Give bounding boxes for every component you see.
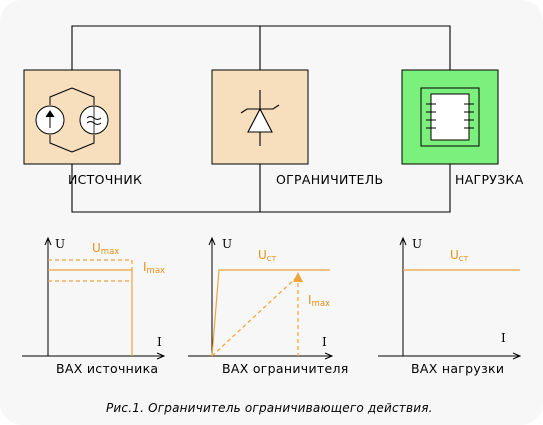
x-axis-arrow: [156, 352, 166, 360]
top-wire: [71, 25, 451, 70]
source-umax-dashed: [48, 259, 133, 270]
x-axis-arrow: [324, 352, 334, 360]
figure-caption: Рис.1. Ограничитель ограничивающего дейс…: [106, 401, 433, 415]
load-block: [401, 69, 499, 165]
graph-source-curve: [48, 259, 133, 356]
limiter-load-line: [211, 275, 299, 357]
graph-limiter: U I Uст Imax ВАХ ограничителя: [188, 236, 349, 376]
y-axis-arrow: [208, 236, 216, 246]
current-and-voltage-source-icon: [35, 87, 109, 153]
graph-load-axes: [378, 236, 522, 360]
load-x-axis-label: I: [501, 331, 506, 345]
transformer-coil-icon: [420, 87, 480, 147]
wiring: [71, 25, 451, 213]
graph-load: U I Uст ВАХ нагрузки: [378, 236, 522, 376]
limiter-x-axis-label: I: [322, 335, 327, 349]
load-ust-label: Uст: [450, 248, 468, 264]
source-imax-label: Imax: [143, 260, 165, 276]
limiter-curve: [211, 269, 330, 357]
limiter-arrow-head: [293, 272, 303, 282]
limiter-graph-title: ВАХ ограничителя: [222, 361, 349, 376]
source-umax-label: Umax: [92, 241, 119, 257]
source-block: [23, 69, 121, 165]
graph-limiter-curve: [211, 269, 330, 357]
graph-source: U I Umax Imax ВАХ источника: [22, 236, 166, 376]
source-label: ИСТОЧНИК: [68, 172, 142, 187]
limiter-y-axis-label: U: [222, 237, 232, 251]
limiter-imax-label: Imax: [308, 293, 330, 309]
y-axis-arrow: [399, 236, 407, 246]
load-y-axis-label: U: [412, 237, 422, 251]
limiter-ust-label: Uст: [258, 248, 276, 264]
zener-diode-icon: [240, 90, 280, 146]
limiter-label: ОГРАНИЧИТЕЛЬ: [276, 172, 383, 187]
load-graph-title: ВАХ нагрузки: [411, 361, 504, 376]
bottom-wire: [71, 164, 451, 213]
source-y-axis-label: U: [55, 237, 65, 251]
source-x-axis-label: I: [157, 335, 162, 349]
load-label: НАГРУЗКА: [455, 172, 524, 187]
source-graph-title: ВАХ источника: [56, 361, 158, 376]
graph-source-axes: [22, 236, 166, 360]
y-axis-arrow: [44, 236, 52, 246]
limiter-block: [211, 69, 309, 165]
load-block-box: [401, 69, 499, 165]
x-axis-arrow: [512, 352, 522, 360]
